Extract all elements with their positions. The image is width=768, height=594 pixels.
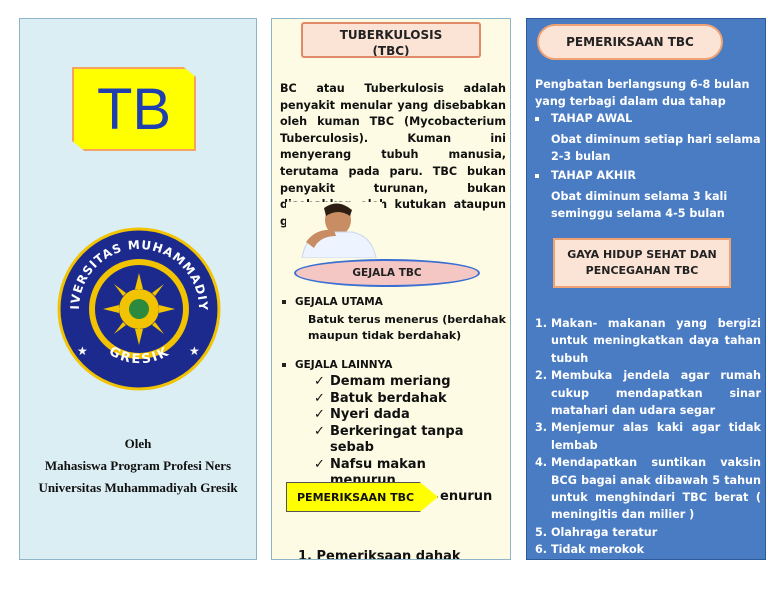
list-item: ✓Nafsu makan xyxy=(314,456,426,472)
list-item: 1.Makan- makanan yang bergizi untuk meni… xyxy=(535,317,761,365)
list-item: ✓Berkeringat tanpa xyxy=(314,423,464,439)
check-icon: ✓ xyxy=(314,390,325,406)
info-panel: TUBERKULOSIS (TBC) BC atau Tuberkulosis … xyxy=(271,18,511,560)
tahap-akhir-label: TAHAP AKHIR xyxy=(551,169,637,182)
svg-text:GRESIK: GRESIK xyxy=(106,344,172,367)
tahap-akhir-text: Obat diminum selama 3 kali seminggu sela… xyxy=(551,190,728,220)
tahap-awal-text: Obat diminum setiap hari selama 2-3 bula… xyxy=(551,133,761,163)
logo-arc-bottom: GRESIK xyxy=(106,344,170,367)
gejala-lainnya-heading: GEJALA LAINNYA xyxy=(282,359,392,371)
list-item: 5.Olahraga teratur xyxy=(535,525,658,539)
list-item: 3.Menjemur alas kaki agar tidak lembab xyxy=(535,421,761,452)
oleh-label: Oleh xyxy=(124,436,152,451)
title-line-2: (TBC) xyxy=(372,44,410,58)
list-item: sebab xyxy=(330,440,374,455)
tuberkulosis-title-box: TUBERKULOSIS (TBC) xyxy=(301,22,481,58)
check-icon: ✓ xyxy=(314,407,325,422)
coughing-person-image xyxy=(286,202,382,258)
gaya-hidup-list: 1.Makan- makanan yang bergizi untuk meni… xyxy=(535,315,761,559)
title-line-1: TUBERKULOSIS xyxy=(339,28,443,42)
pemeriksaan-dahak-item: 1. Pemeriksaan dahak xyxy=(298,549,461,560)
gejala-utama-heading: GEJALA UTAMA xyxy=(282,296,383,308)
list-item: ✓Nyeri dada xyxy=(314,407,410,422)
gaya-hidup-title-box: GAYA HIDUP SEHAT DAN PENCEGAHAN TBC xyxy=(553,238,731,288)
author-line-2: Universitas Muhammadiyah Gresik xyxy=(38,480,238,495)
bullet-icon xyxy=(282,300,286,304)
check-icon: ✓ xyxy=(314,374,325,389)
gejala-utama-text: Batuk terus menerus (berdahak maupun tid… xyxy=(308,313,506,342)
gaya-line-1: GAYA HIDUP SEHAT DAN xyxy=(567,248,717,261)
cover-panel: TB UNIVERSITAS MUHAMMADIYAH GRESIK ★ xyxy=(19,18,257,560)
tahap-awal-heading: TAHAP AWAL xyxy=(535,112,632,125)
pemeriksaan-title: PEMERIKSAAN TBC xyxy=(537,24,723,60)
star-icon: ★ xyxy=(77,344,88,358)
treatment-intro: Pengbatan berlangsung 6-8 bulan yang ter… xyxy=(535,78,750,108)
list-item: 4.Mendapatkan suntikan vaksin BCG bagai … xyxy=(535,456,761,522)
gaya-line-2: PENCEGAHAN TBC xyxy=(585,264,699,277)
tahap-akhir-heading: TAHAP AKHIR xyxy=(535,169,636,182)
tb-title-box: TB xyxy=(72,67,196,151)
check-icon: ✓ xyxy=(314,456,325,472)
list-item: ✓Batuk berdahak xyxy=(314,390,447,406)
author-line-1: Mahasiswa Program Profesi Ners xyxy=(44,458,232,473)
gejala-tbc-label: GEJALA TBC xyxy=(294,259,480,287)
tahap-awal-label: TAHAP AWAL xyxy=(551,112,633,125)
check-icon: ✓ xyxy=(314,423,325,439)
university-logo: UNIVERSITAS MUHAMMADIYAH GRESIK ★ ★ xyxy=(57,227,221,391)
gejala-lainnya-list: ✓Demam meriang ✓Batuk berdahak ✓Nyeri da… xyxy=(314,374,510,490)
tb-title: TB xyxy=(96,76,172,142)
bullet-icon xyxy=(282,363,286,367)
menurun-text: enurun xyxy=(440,489,493,504)
gejala-utama-label: GEJALA UTAMA xyxy=(295,296,383,308)
list-item: ✓Demam meriang xyxy=(314,374,451,389)
bullet-icon xyxy=(535,174,539,178)
pemeriksaan-arrow-label: PEMERIKSAAN TBC xyxy=(286,482,438,512)
star-icon: ★ xyxy=(189,344,200,358)
author-block: Oleh Mahasiswa Program Profesi Ners Univ… xyxy=(20,433,256,499)
gejala-lainnya-label: GEJALA LAINNYA xyxy=(295,359,393,371)
list-item: 6.Tidak merokok xyxy=(535,543,645,557)
list-item: 2.Membuka jendela agar rumah cukup menda… xyxy=(535,369,761,418)
treatment-panel: PEMERIKSAAN TBC Pengbatan berlangsung 6-… xyxy=(526,18,766,560)
bullet-icon xyxy=(535,117,539,121)
